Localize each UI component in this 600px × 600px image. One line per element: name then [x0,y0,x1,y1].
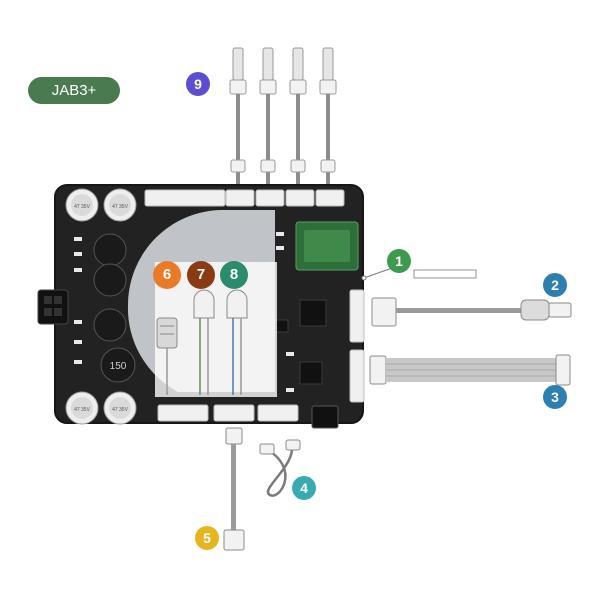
callout-badge-1: 1 [387,249,411,273]
led-component-6 [156,317,178,395]
probe-cable-4 [319,47,337,214]
bottom-cable [223,427,245,551]
probe-cable-2 [259,47,277,214]
capacitor [103,391,137,425]
capacitor-label: 47 35V [112,407,129,413]
product-label-pill: JAB3+ [28,77,120,104]
callout-badge-2: 2 [543,273,567,297]
capacitor [65,188,99,222]
coiled-cable [259,439,301,497]
capacitor [65,391,99,425]
right-usb-cable [371,297,572,327]
led-component-8 [226,289,248,395]
callout-badge-6: 6 [153,261,181,289]
callout-badge-3: 3 [543,385,567,409]
callout-badge-8: 8 [220,261,248,289]
top-probe-cables [229,47,337,214]
callout-badge-4: 4 [292,476,316,500]
callout-badge-5: 5 [195,526,219,550]
capacitor-label: 47 35V [74,204,91,210]
capacitor-label: 47 35V [74,407,91,413]
main-board [37,184,365,429]
callout-badge-7: 7 [187,261,215,289]
probe-cable-1 [229,47,247,214]
probe-cable-3 [289,47,307,214]
capacitor [103,188,137,222]
led-component-7 [193,289,215,395]
inductor-label: 150 [110,361,127,372]
capacitor-label: 47 35V [112,204,129,210]
callout-badge-9: 9 [186,72,210,96]
right-ribbon-cable [369,354,571,386]
